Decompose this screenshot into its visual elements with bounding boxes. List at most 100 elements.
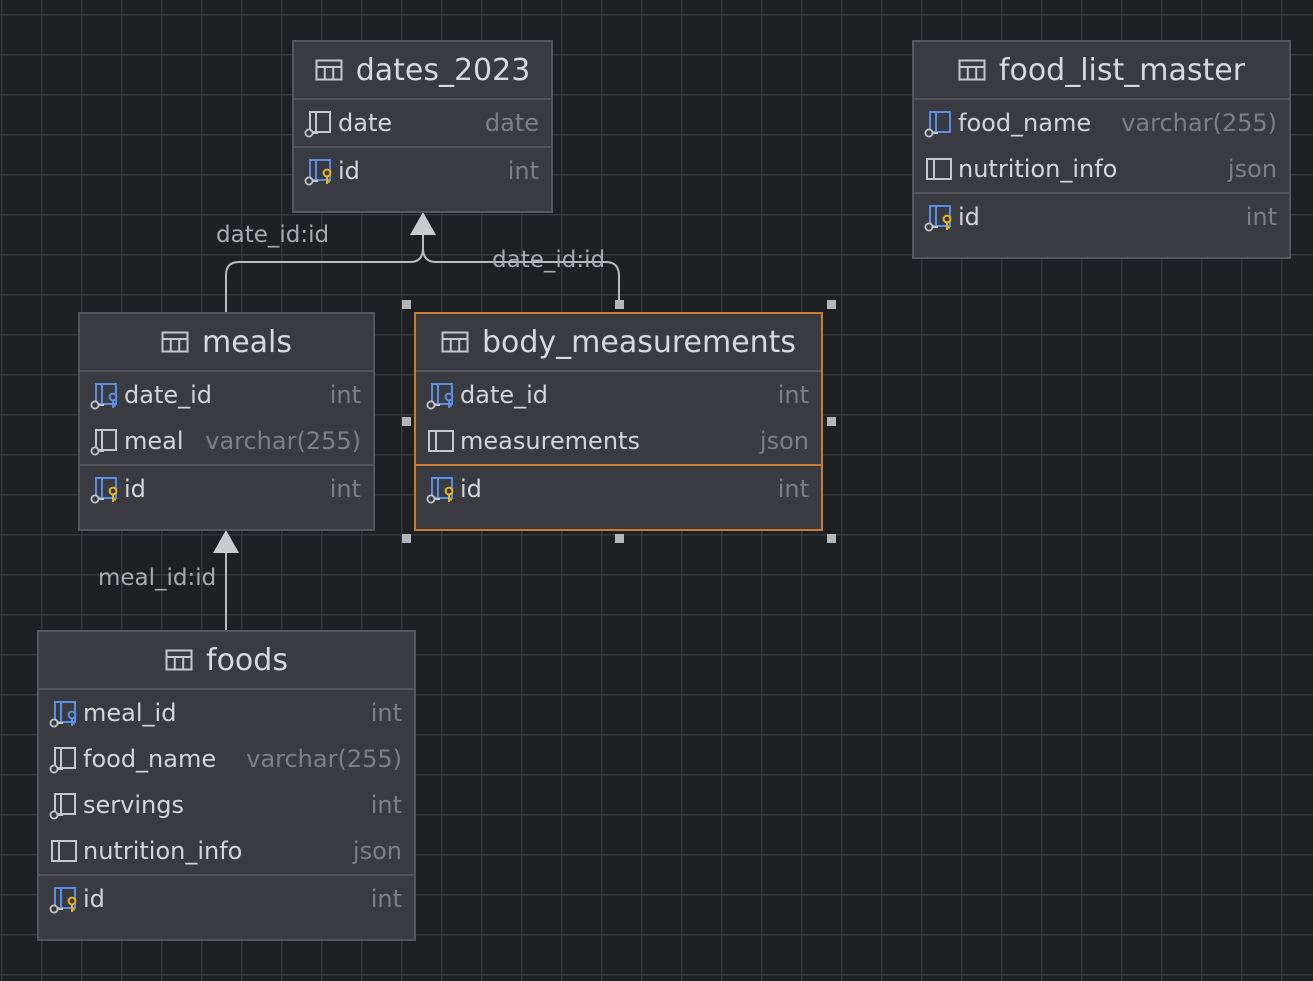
column-row[interactable]: servings int	[39, 782, 414, 828]
table-dates-2023[interactable]: dates_2023 date date id int	[292, 40, 553, 213]
table-header[interactable]: food_list_master	[914, 42, 1289, 100]
foreign-key-icon	[426, 383, 454, 410]
column-type: int	[507, 157, 539, 185]
relation-label: date_id:id	[492, 247, 606, 273]
column-row[interactable]: food_name varchar(255)	[914, 100, 1289, 146]
column-row[interactable]: food_name varchar(255)	[39, 736, 414, 782]
foreign-key-icon	[90, 383, 118, 410]
column-type: int	[329, 381, 361, 409]
primary-key-row[interactable]: id int	[914, 192, 1289, 240]
column-row[interactable]: date date	[294, 100, 551, 146]
column-type: date	[484, 109, 539, 137]
column-row[interactable]: date_id int	[416, 372, 821, 418]
table-name: dates_2023	[355, 52, 531, 88]
resize-handle[interactable]	[827, 300, 836, 309]
column-name: food_name	[83, 745, 217, 773]
table-food-list-master[interactable]: food_list_master food_name varchar(255) …	[912, 40, 1291, 259]
table-header[interactable]: meals	[80, 314, 373, 372]
table-meals[interactable]: meals date_id int meal varchar(255)	[78, 312, 375, 531]
relation-line-body-measurements-dates[interactable]	[422, 247, 620, 304]
table-name: foods	[206, 642, 288, 678]
column-row[interactable]: meal varchar(255)	[80, 418, 373, 464]
primary-key-icon	[90, 477, 118, 504]
table-icon	[315, 59, 343, 81]
column-type: json	[1227, 155, 1277, 183]
relation-arrowhead	[213, 530, 239, 553]
column-name: id	[83, 885, 105, 913]
column-row[interactable]: nutrition_info json	[39, 828, 414, 874]
column-icon	[924, 111, 951, 138]
column-type: varchar(255)	[1121, 109, 1277, 137]
column-type: int	[329, 475, 361, 503]
resize-handle[interactable]	[827, 417, 836, 426]
table-header[interactable]: body_measurements	[416, 314, 821, 372]
column-name: servings	[83, 791, 184, 819]
column-type: int	[370, 791, 402, 819]
column-name: date	[338, 109, 393, 137]
relation-label: date_id:id	[216, 222, 330, 248]
column-name: id	[958, 203, 980, 231]
column-name: id	[124, 475, 146, 503]
column-type: int	[370, 885, 402, 913]
column-name: meal	[124, 427, 184, 455]
column-row[interactable]: meal_id int	[39, 690, 414, 736]
column-row[interactable]: nutrition_info json	[914, 146, 1289, 192]
resize-handle[interactable]	[827, 534, 836, 543]
column-name: id	[460, 475, 482, 503]
column-row[interactable]: date_id int	[80, 372, 373, 418]
primary-key-icon	[426, 477, 454, 504]
resize-handle[interactable]	[615, 534, 624, 543]
relation-label: meal_id:id	[98, 565, 217, 591]
primary-key-row[interactable]: id int	[416, 464, 821, 512]
column-icon	[90, 429, 117, 456]
primary-key-row[interactable]: id int	[80, 464, 373, 512]
resize-handle[interactable]	[402, 300, 411, 309]
primary-key-icon	[304, 159, 332, 186]
column-row[interactable]: measurements json	[416, 418, 821, 464]
table-icon	[161, 331, 189, 353]
column-name: food_name	[958, 109, 1092, 137]
table-header[interactable]: foods	[39, 632, 414, 690]
table-icon	[958, 59, 986, 81]
relation-arrowhead	[410, 212, 436, 235]
table-foods[interactable]: foods meal_id int food_name varchar(25	[37, 630, 416, 941]
column-type: json	[352, 837, 402, 865]
table-name: body_measurements	[481, 324, 797, 360]
column-icon	[51, 840, 77, 862]
column-name: date_id	[460, 381, 549, 409]
resize-handle[interactable]	[402, 417, 411, 426]
column-icon	[304, 111, 331, 138]
column-name: nutrition_info	[83, 837, 243, 865]
column-name: meal_id	[83, 699, 177, 727]
resize-handle[interactable]	[402, 534, 411, 543]
primary-key-icon	[924, 205, 952, 232]
column-type: int	[777, 475, 809, 503]
column-type: int	[370, 699, 402, 727]
table-name: food_list_master	[998, 52, 1246, 88]
column-name: date_id	[124, 381, 213, 409]
column-type: int	[1245, 203, 1277, 231]
column-type: varchar(255)	[246, 745, 402, 773]
table-name: meals	[201, 324, 293, 360]
primary-key-row[interactable]: id int	[39, 874, 414, 922]
column-name: measurements	[460, 427, 640, 455]
column-icon	[49, 747, 76, 774]
primary-key-row[interactable]: id int	[294, 146, 551, 194]
column-icon	[926, 158, 952, 180]
table-icon	[165, 649, 193, 671]
column-type: varchar(255)	[205, 427, 361, 455]
foreign-key-icon	[49, 701, 77, 728]
resize-handle[interactable]	[615, 300, 624, 309]
column-name: nutrition_info	[958, 155, 1118, 183]
column-type: int	[777, 381, 809, 409]
primary-key-icon	[49, 887, 77, 914]
column-icon	[49, 793, 76, 820]
column-icon	[428, 430, 454, 452]
relation-line-meals-dates[interactable]	[225, 232, 424, 312]
table-body-measurements[interactable]: body_measurements date_id int measuremen…	[414, 312, 823, 531]
table-icon	[441, 331, 469, 353]
column-type: json	[759, 427, 809, 455]
table-header[interactable]: dates_2023	[294, 42, 551, 100]
